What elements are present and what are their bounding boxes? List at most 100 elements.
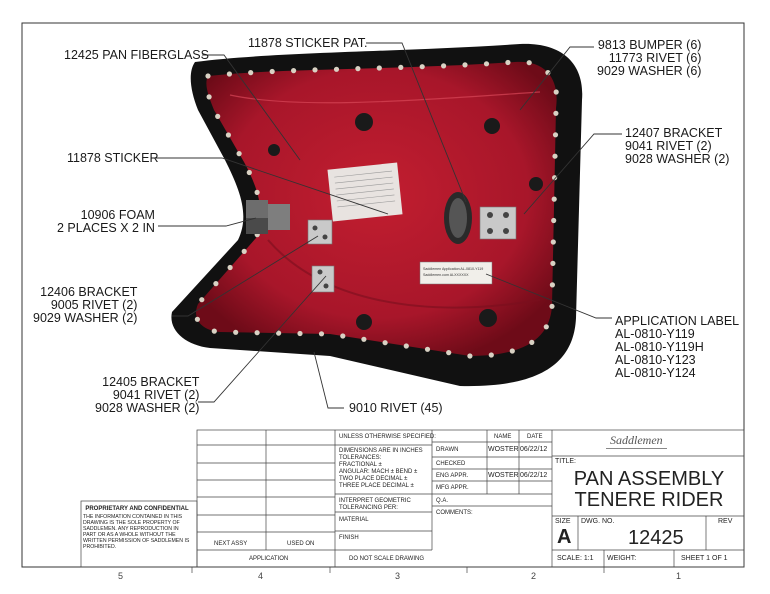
rim-rivet [488,352,494,358]
application-label-line-2: Saddlemen.com ALXXXXXX [423,273,469,277]
rim-rivet [446,350,452,356]
drawing-title-line-1: PAN ASSEMBLY [573,468,725,490]
callout-bracket-12407-line-1: 12407 BRACKET [625,126,723,140]
zone-2: 2 [531,571,537,581]
tb-scale: SCALE: 1:1 [557,555,594,562]
rim-rivet [526,60,532,66]
application-label-line-1: Saddlemen Application AL-0810-Y119 [423,267,483,271]
rim-rivet [297,330,303,337]
tb-next-assy: NEXT ASSY [214,541,248,547]
rim-rivet [318,331,325,337]
tb-size-label: SIZE [555,518,571,525]
callout-bracket-12407: 12407 BRACKET 9041 RIVET (2) 9028 WASHER… [625,127,729,166]
tb-checked: CHECKED [436,461,466,467]
tb-date-header: DATE [527,434,543,440]
rim-rivet [552,132,559,138]
callout-bracket-12406-line-3: 9029 WASHER (2) [33,311,138,325]
tb-size-value: A [557,526,572,548]
tb-drawn-name: WOSTER [488,446,519,453]
zone-5: 5 [118,571,124,581]
rim-rivet [355,66,361,72]
tb-eng-appr: ENG APPR. [436,473,469,479]
callout-bracket-12407-line-3: 9028 WASHER (2) [625,152,730,166]
rim-rivet [227,264,233,271]
tb-name-header: NAME [494,434,512,440]
foam-pad-upper [246,200,268,218]
rim-rivet [194,316,200,322]
tb-dwg-no-label: DWG. NO. [581,518,615,525]
rim-rivet [226,71,232,77]
tb-used-on: USED ON [287,541,315,547]
rim-rivet [552,175,558,181]
tb-unless-specified: UNLESS OTHERWISE SPECIFIED: [339,434,436,440]
callout-foam-line-2: 2 PLACES X 2 IN [57,221,155,235]
rim-rivet [205,73,211,79]
rim-rivet [551,196,557,202]
rim-rivet [483,61,490,67]
rim-rivet [206,94,212,100]
rim-rivet [509,348,515,354]
tb-do-not-scale: DO NOT SCALE DRAWING [349,556,425,562]
tb-two-place: TWO PLACE DECIMAL ± [339,476,408,482]
zone-3: 3 [395,571,401,581]
leader-lines [156,42,622,409]
rim-rivet [254,330,260,336]
tb-angular: ANGULAR: MACH ± BEND ± [339,469,418,475]
tb-tolerances: TOLERANCES: [339,455,382,461]
tb-fractional: FRACTIONAL ± [339,462,382,468]
rim-rivets [194,59,559,359]
rim-rivet [550,239,556,245]
rim-rivet [291,68,297,74]
tb-comments: COMMENTS: [436,510,473,516]
saddlemen-logo: Saddlemen [606,433,667,449]
tb-dwg-no: 12425 [628,527,684,549]
proprietary-notice: PROPRIETARY AND CONFIDENTIAL THE INFORMA… [83,506,191,550]
callout-bumper-line-2: 11773 RIVET (6) [608,51,702,65]
tb-dimensions: DIMENSIONS ARE IN INCHES [339,448,423,454]
callout-bracket-12406: 12406 BRACKET 9005 RIVET (2) 9029 WASHER… [33,286,137,325]
callout-pan-fiberglass: 12425 PAN FIBERGLASS [64,48,209,62]
callout-application-label-line-2: AL-0810-Y119 [615,327,695,341]
rim-rivet [248,70,254,76]
callout-application-label-line-1: APPLICATION LABEL [615,314,740,328]
rim-rivet [269,68,275,75]
callout-application-label-line-4: AL-0810-Y123 [615,353,696,367]
tb-eng-name: WOSTER [488,472,519,479]
rim-rivet [246,169,252,176]
rim-rivet [552,153,558,159]
proprietary-text: THE INFORMATION CONTAINED IN THIS DRAWIN… [83,514,190,550]
rim-rivet [225,132,231,138]
rim-rivet [376,65,382,71]
rim-rivet [550,260,556,266]
callout-bracket-12405-line-1: 12405 BRACKET [102,375,200,389]
zone-4: 4 [258,571,264,581]
rim-rivet [233,329,239,335]
bumpers [268,113,543,330]
application-label [419,261,493,285]
callout-bumper-line-1: 9813 BUMPER (6) [597,38,702,52]
rim-rivet [213,281,219,287]
rim-rivet [312,67,318,73]
callout-application-label: APPLICATION LABEL AL-0810-Y119 AL-0810-Y… [615,315,739,380]
rim-rivet [462,62,468,68]
rim-rivet [403,343,409,349]
rim-rivet [553,110,559,116]
rim-rivet [543,324,549,330]
rim-rivet [551,217,557,224]
foam-pad-lower [246,218,268,234]
tb-weight: WEIGHT: [607,555,637,562]
callout-foam-line-1: 10906 FOAM [80,208,155,222]
tb-drawn-date: 06/22/12 [520,446,548,453]
tb-drawn: DRAWN [436,447,459,453]
rim-rivet [553,89,559,95]
tb-rev-label: REV [718,518,733,525]
rim-rivet [424,346,431,352]
tb-tolerancing: TOLERANCING PER: [339,505,398,511]
callout-bracket-12405: 12405 BRACKET 9041 RIVET (2) 9028 WASHER… [95,376,199,415]
rim-rivet [241,248,247,254]
callout-bracket-12405-line-2: 9041 RIVET (2) [112,388,200,402]
rim-rivet [419,64,425,70]
drawing-title-line-2: TENERE RIDER [574,489,724,511]
bracket-12407 [479,206,517,240]
proprietary-title: PROPRIETARY AND CONFIDENTIAL [85,506,189,512]
